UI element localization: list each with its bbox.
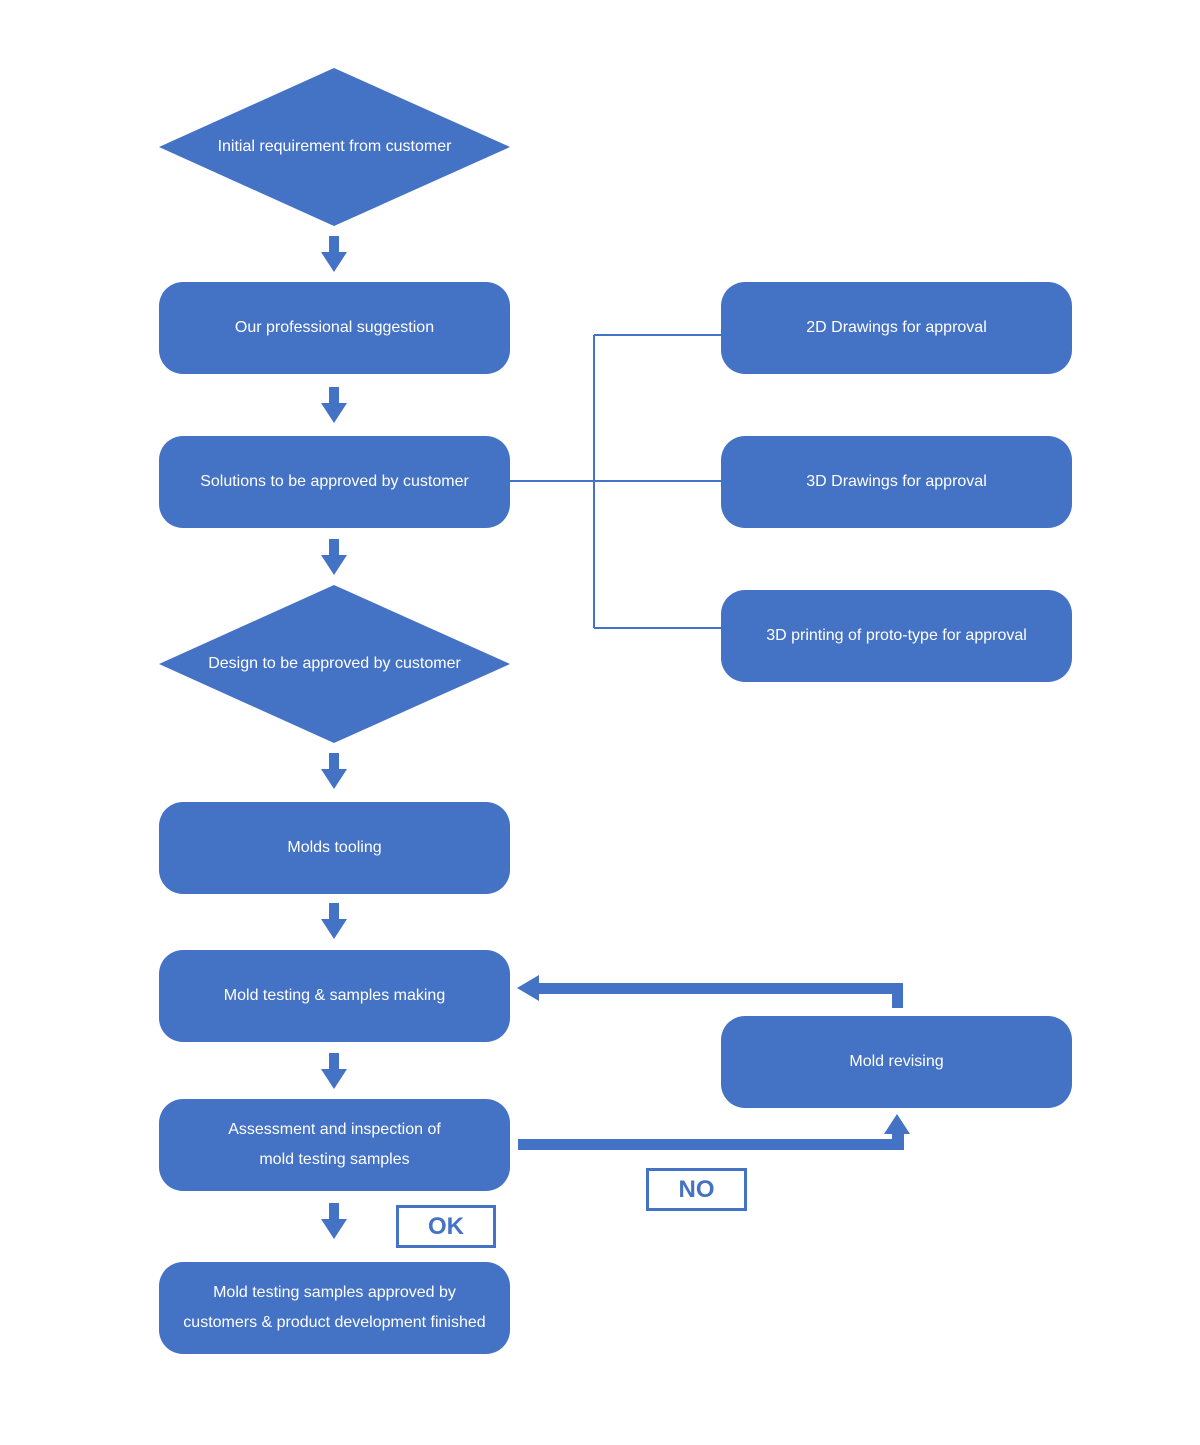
mold-revising-label: Mold revising	[849, 1053, 944, 1070]
drawings-2d-label: 2D Drawings for approval	[806, 319, 987, 336]
final-approval-label-line2: customers & product development finished	[183, 1314, 486, 1331]
drawings-3d-node: 3D Drawings for approval	[721, 436, 1072, 528]
down-arrow-1	[321, 236, 347, 272]
final-approval-node: Mold testing samples approved by custome…	[159, 1262, 510, 1354]
decision-diamond-initial	[159, 68, 510, 226]
design-approval-label: Design to be approved by customer	[208, 655, 461, 672]
branch-connector	[510, 334, 722, 629]
solutions-approval-label: Solutions to be approved by customer	[200, 473, 469, 490]
solutions-approval-node: Solutions to be approved by customer	[159, 436, 510, 528]
down-arrow-3	[321, 539, 347, 575]
molds-tooling-label: Molds tooling	[287, 839, 382, 856]
no-tag: NO	[646, 1168, 747, 1211]
professional-suggestion-label: Our professional suggestion	[234, 319, 435, 336]
down-arrow-6	[321, 1053, 347, 1089]
initial-requirement-label: Initial requirement from customer	[217, 138, 452, 155]
down-arrow-5	[321, 903, 347, 939]
down-arrow-7	[321, 1203, 347, 1239]
ok-tag: OK	[396, 1205, 496, 1248]
printing-3d-label: 3D printing of proto-type for approval	[766, 627, 1027, 644]
final-approval-label-line1: Mold testing samples approved by	[213, 1284, 456, 1301]
drawings-2d-node: 2D Drawings for approval	[721, 282, 1072, 374]
decision-diamond-design	[159, 585, 510, 743]
mold-testing-label: Mold testing & samples making	[223, 987, 446, 1004]
assessment-label-line1: Assessment and inspection of	[228, 1121, 441, 1138]
mold-testing-node: Mold testing & samples making	[159, 950, 510, 1042]
molds-tooling-node: Molds tooling	[159, 802, 510, 894]
down-arrow-4	[321, 753, 347, 789]
assessment-label-line2: mold testing samples	[259, 1151, 410, 1168]
assessment-node: Assessment and inspection of mold testin…	[159, 1099, 510, 1191]
drawings-3d-label: 3D Drawings for approval	[806, 473, 987, 490]
return-path-arrow	[517, 975, 903, 1008]
down-arrow-2	[321, 387, 347, 423]
no-path-arrow	[518, 1114, 910, 1150]
professional-suggestion-node: Our professional suggestion	[159, 282, 510, 374]
mold-revising-node: Mold revising	[721, 1016, 1072, 1108]
printing-3d-node: 3D printing of proto-type for approval	[721, 590, 1072, 682]
